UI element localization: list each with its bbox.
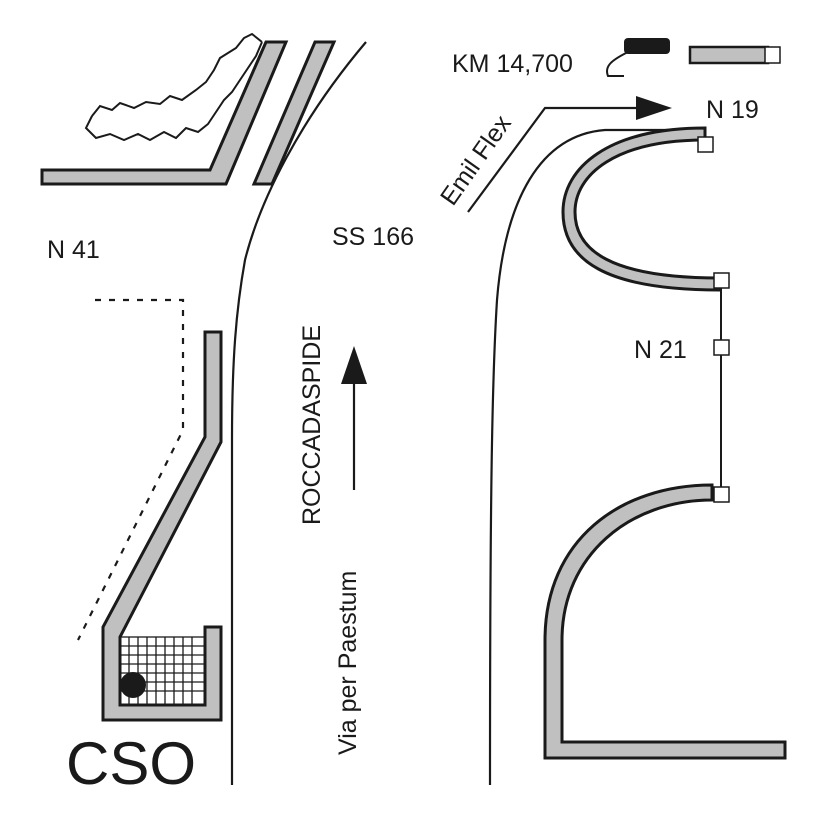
label-n21: N 21 bbox=[634, 336, 687, 364]
label-roccadaspide: ROCCADASPIDE bbox=[298, 325, 326, 525]
terrain-outline bbox=[84, 32, 263, 142]
marker-square-icon bbox=[697, 136, 714, 153]
wall-top-left bbox=[40, 40, 289, 186]
label-via-paestum: Via per Paestum bbox=[334, 571, 362, 755]
label-n19: N 19 bbox=[706, 96, 759, 124]
marker-square-icon bbox=[713, 486, 730, 503]
label-emil-flex: Emil Flex bbox=[435, 110, 517, 211]
label-ss166: SS 166 bbox=[332, 223, 414, 251]
emil-flex-road bbox=[467, 106, 640, 213]
marker-square-icon bbox=[713, 339, 730, 356]
wall-n21-lower bbox=[543, 483, 787, 760]
marker-square-icon bbox=[764, 46, 781, 64]
wall-top-right-strip bbox=[251, 40, 337, 186]
wall-km-strip bbox=[688, 45, 770, 65]
arrow-up-icon bbox=[341, 346, 367, 384]
location-dot-icon bbox=[120, 672, 146, 698]
label-km: KM 14,700 bbox=[452, 50, 573, 78]
road-ss166-right-edge bbox=[488, 128, 698, 786]
km-marker-hook bbox=[606, 51, 629, 77]
wall-cso bbox=[101, 330, 223, 722]
label-n41: N 41 bbox=[47, 236, 100, 264]
label-cso: CSO bbox=[66, 730, 196, 797]
dotted-boundary bbox=[77, 298, 185, 641]
marker-square-icon bbox=[713, 272, 730, 289]
wall-n21-upper bbox=[561, 126, 722, 292]
km-marker-device bbox=[624, 38, 670, 54]
arrow-right-icon bbox=[636, 96, 672, 120]
road-ss166-left-edge bbox=[230, 41, 367, 785]
